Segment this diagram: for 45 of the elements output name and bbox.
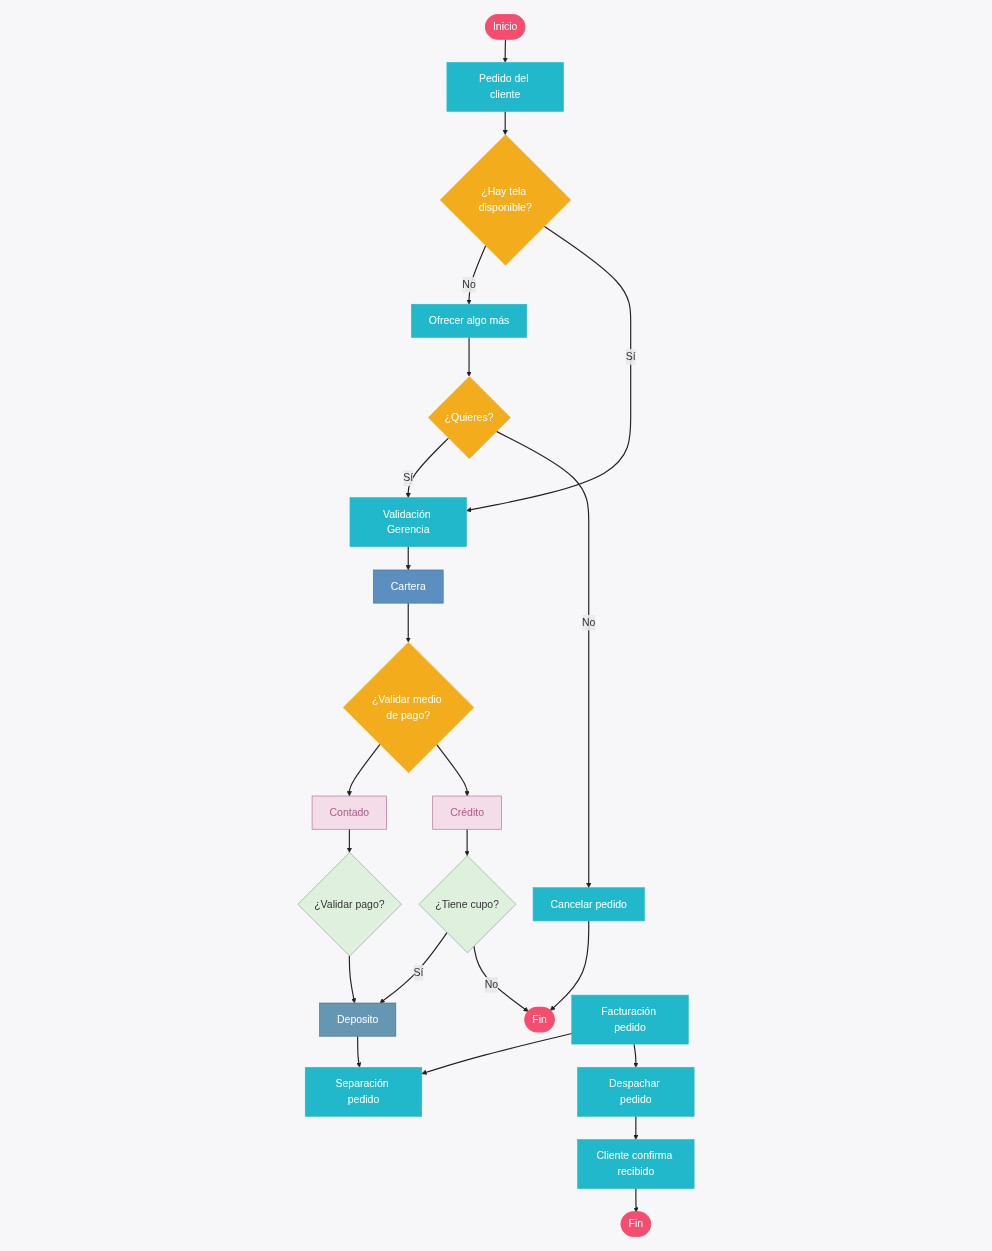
node-box: Validación Gerencia <box>349 497 467 547</box>
arrow <box>346 828 352 853</box>
arrow <box>473 945 529 1012</box>
node-diamond: ¿Validar medio de pago? <box>342 641 475 773</box>
arrow <box>464 828 470 857</box>
arrow <box>348 955 357 1004</box>
arrow <box>502 38 508 63</box>
edge-label: Sí <box>403 472 414 484</box>
node-box: Deposito <box>319 1002 397 1037</box>
node-box: Crédito <box>432 795 502 830</box>
edge-label: No <box>462 278 476 291</box>
edge-label: No <box>484 978 499 991</box>
arrow <box>379 932 448 1004</box>
arrow <box>466 245 487 305</box>
arrow <box>466 225 632 513</box>
arrow <box>356 1035 362 1068</box>
arrow <box>633 1115 639 1140</box>
node-box: Facturación pedido <box>571 994 689 1045</box>
node-box: Pedido del cliente <box>446 62 564 112</box>
arrow <box>435 743 470 797</box>
node-diamond: ¿Tiene cupo? <box>418 855 517 954</box>
node-box: Contado <box>311 795 387 830</box>
node-box: Cancelar pedido <box>532 887 645 922</box>
arrow <box>550 920 590 1011</box>
arrow <box>466 336 472 377</box>
edge-label: No <box>582 616 596 629</box>
arrow <box>502 110 508 135</box>
node-box: Separación pedido <box>304 1067 423 1117</box>
arrow <box>495 430 592 888</box>
edge-label: Sí <box>625 350 636 363</box>
node-diamond: ¿Hay tela disponible? <box>439 134 571 266</box>
node-box: Cliente confirma recibido <box>577 1139 695 1189</box>
arrow <box>421 1032 573 1075</box>
edge-label: Sí <box>413 966 424 979</box>
node-box: Despachar pedido <box>577 1067 695 1117</box>
arrow <box>405 602 411 643</box>
arrow <box>633 1043 639 1068</box>
arrow <box>346 743 381 797</box>
node-box: Cartera <box>372 569 444 604</box>
arrow <box>405 546 411 571</box>
node-box: Ofrecer algo más <box>411 303 528 338</box>
node-diamond: ¿Validar pago? <box>297 852 402 957</box>
arrow <box>633 1187 639 1213</box>
arrow <box>405 437 450 498</box>
node-diamond: ¿Quieres? <box>427 376 511 459</box>
